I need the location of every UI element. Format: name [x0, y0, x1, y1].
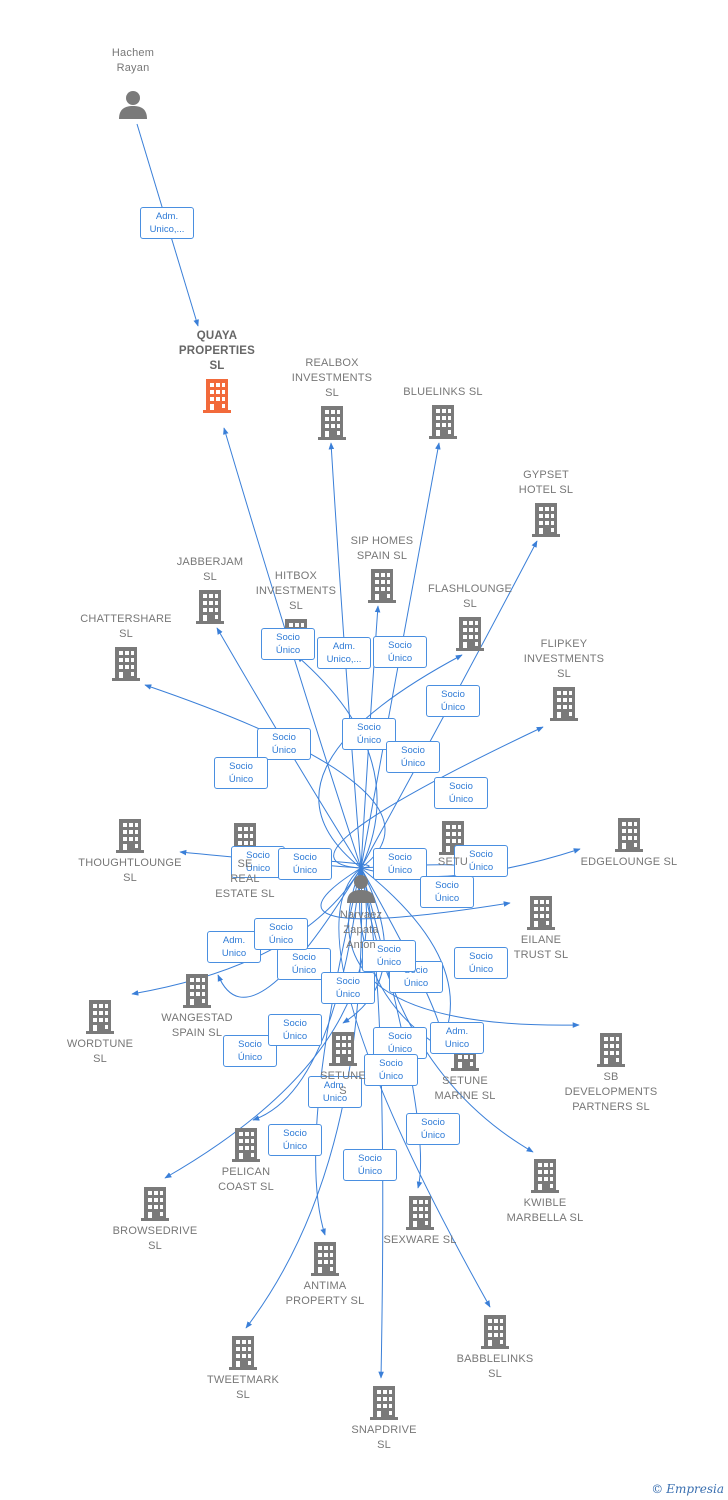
building-icon[interactable]	[112, 647, 140, 681]
relation-edge	[164, 867, 368, 1179]
building-icon[interactable]	[141, 1187, 169, 1221]
building-icon[interactable]	[597, 1033, 625, 1067]
node-name: JABBERJAM SL	[176, 556, 244, 583]
relation-label[interactable]: Socio Único	[362, 940, 416, 972]
building-icon[interactable]	[370, 1386, 398, 1420]
node-name: SETUNE MARINE SL	[434, 1075, 496, 1102]
node-name: SETU	[437, 856, 469, 868]
node-name: WANGESTAD SPAIN SL	[161, 1012, 233, 1039]
node-name: GYPSET HOTEL SL	[518, 469, 574, 496]
relation-label[interactable]: Socio Único	[434, 777, 488, 809]
building-icon[interactable]	[527, 896, 555, 930]
building-icon[interactable]	[550, 687, 578, 721]
relation-label[interactable]: Socio Único	[261, 628, 315, 660]
relation-label[interactable]: Socio Único	[231, 846, 285, 878]
node-name: BABBLELINKS SL	[456, 1353, 534, 1380]
relation-edge	[144, 684, 386, 869]
relation-label[interactable]: Adm. Unico	[430, 1022, 484, 1054]
node-name: SNAPDRIVE SL	[351, 1424, 417, 1451]
building-icon[interactable]	[116, 819, 144, 853]
relation-label[interactable]: Socio Único	[342, 718, 396, 750]
relation-edge	[338, 867, 491, 1308]
relation-edge	[217, 867, 362, 998]
node-name: KWIBLE MARBELLA SL	[506, 1197, 584, 1224]
person-name: Hachem Rayan	[111, 47, 155, 74]
building-icon[interactable]	[329, 1032, 357, 1066]
relation-edge	[348, 867, 580, 1028]
building-icon[interactable]	[456, 617, 484, 651]
person-name: Narvaez Zapata Anton	[339, 909, 383, 951]
relation-label[interactable]: Adm. Unico,...	[140, 207, 194, 239]
relation-label[interactable]: Socio Único	[278, 848, 332, 880]
relation-label[interactable]: Socio Único	[268, 1014, 322, 1046]
focus-company-name: QUAYA PROPERTIES SL	[178, 330, 256, 372]
relation-label[interactable]: Socio Único	[426, 685, 480, 717]
building-icon[interactable]	[368, 569, 396, 603]
relation-label[interactable]: Socio Único	[406, 1113, 460, 1145]
node-name: HITBOX INVESTMENTS SL	[255, 570, 337, 612]
brand-watermark: ©Empresia	[651, 1482, 724, 1496]
building-icon[interactable]	[532, 503, 560, 537]
building-icon[interactable]	[531, 1159, 559, 1193]
node-name: THOUGHTLOUNGE SL	[78, 857, 182, 884]
node-name: BLUELINKS SL	[403, 386, 483, 398]
relation-label[interactable]: Socio Único	[364, 1054, 418, 1086]
node-name: SE REAL ESTATE SL	[215, 858, 275, 900]
building-icon[interactable]	[318, 406, 346, 440]
building-icon[interactable]	[429, 405, 457, 439]
brand-name: Empresia	[666, 1482, 724, 1496]
node-name: TWEETMARK SL	[206, 1374, 280, 1401]
node-name: SEXWARE SL	[383, 1234, 457, 1246]
relation-edge	[333, 726, 544, 869]
building-icon[interactable]	[86, 1000, 114, 1034]
relation-edge	[320, 867, 511, 920]
node-name: REALBOX INVESTMENTS SL	[291, 357, 373, 399]
node-name: FLASHLOUNGE SL	[427, 583, 513, 610]
relation-label[interactable]: Socio Único	[373, 636, 427, 668]
building-icon[interactable]	[183, 974, 211, 1008]
node-name: PELICAN COAST SL	[218, 1166, 274, 1193]
relation-label[interactable]: Socio Único	[343, 1149, 397, 1181]
node-name: SIP HOMES SPAIN SL	[350, 535, 414, 562]
building-icon[interactable]	[481, 1315, 509, 1349]
relation-label[interactable]: Socio Único	[373, 848, 427, 880]
relation-edge	[296, 655, 378, 869]
relation-label[interactable]: Socio Único	[454, 947, 508, 979]
node-name: SB DEVELOPMENTS PARTNERS SL	[564, 1071, 658, 1113]
relation-label[interactable]: Socio Único	[214, 757, 268, 789]
relation-label[interactable]: Adm. Unico	[308, 1076, 362, 1108]
relation-label[interactable]: Adm. Unico	[207, 931, 261, 963]
node-name: ANTIMA PROPERTY SL	[285, 1280, 365, 1307]
relation-label[interactable]: Socio Único	[321, 972, 375, 1004]
relation-label[interactable]: Adm. Unico,...	[317, 637, 371, 669]
building-icon[interactable]	[196, 590, 224, 624]
building-icon[interactable]	[229, 1336, 257, 1370]
relation-label[interactable]: Socio Único	[254, 918, 308, 950]
building-icon[interactable]	[232, 1128, 260, 1162]
relation-label[interactable]: Socio Único	[268, 1124, 322, 1156]
node-name: EDGELOUNGE SL	[580, 856, 678, 868]
relation-edge	[318, 654, 463, 869]
node-name: FLIPKEY INVESTMENTS SL	[523, 638, 605, 680]
building-icon[interactable]	[615, 818, 643, 852]
relation-label[interactable]: Socio Único	[257, 728, 311, 760]
building-icon[interactable]	[406, 1196, 434, 1230]
copyright-icon: ©	[651, 1482, 664, 1496]
node-name: EILANE TRUST SL	[513, 934, 569, 961]
node-name: SETUNE S	[320, 1070, 366, 1097]
node-name: WORDTUNE SL	[66, 1038, 134, 1065]
person-icon[interactable]	[119, 91, 147, 119]
relation-label[interactable]: Socio Único	[373, 1027, 427, 1059]
node-name: BROWSEDRIVE SL	[112, 1225, 198, 1252]
relation-label[interactable]: Socio Único	[454, 845, 508, 877]
relation-label[interactable]: Socio Único	[420, 876, 474, 908]
building-icon[interactable]	[311, 1242, 339, 1276]
focus-building-icon[interactable]	[203, 379, 231, 413]
relation-label[interactable]: Socio Único	[386, 741, 440, 773]
node-name: CHATTERSHARE SL	[80, 613, 172, 640]
relation-edge	[245, 867, 363, 1329]
